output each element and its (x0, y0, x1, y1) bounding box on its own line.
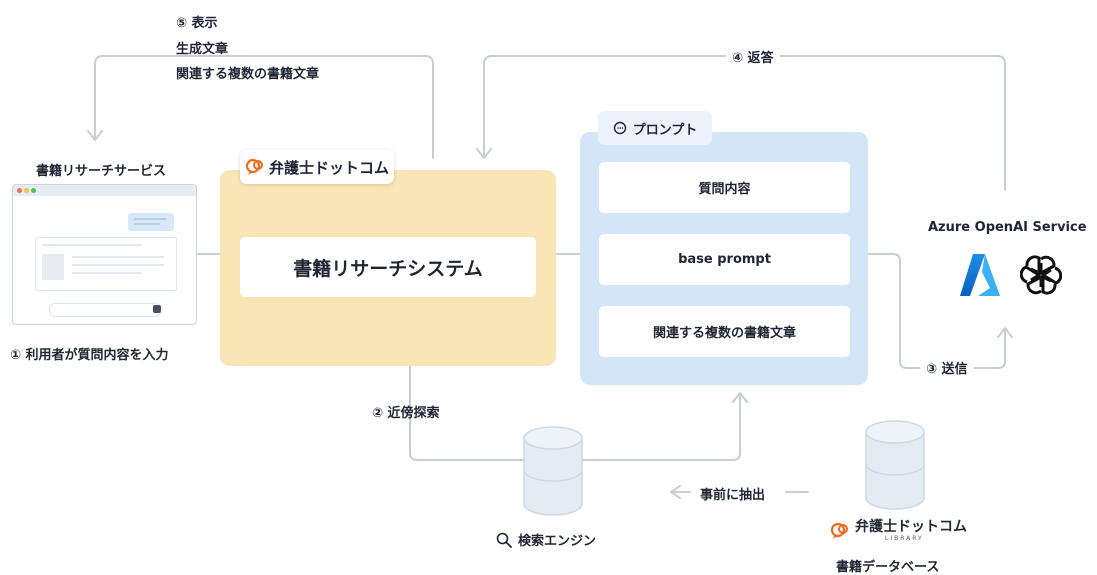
step-input-label: ① 利用者が質問内容を入力 (10, 348, 169, 363)
step-search-label: ② 近傍探索 (372, 406, 440, 421)
step-reply-label: ④ 返答 (726, 47, 780, 66)
display-item-related: 関連する複数の書籍文章 (176, 67, 320, 82)
brand-name: 弁護士ドットコム (268, 158, 389, 177)
prompt-item-related-texts: 関連する複数の書籍文章 (599, 306, 850, 357)
library-brand-name: 弁護士ドットコム (855, 519, 967, 535)
display-connector (94, 55, 434, 159)
azure-title: Azure OpenAI Service (928, 220, 1087, 235)
prompt-title: プロンプト (632, 122, 698, 138)
brand-tab: 弁護士ドットコム (240, 150, 394, 184)
service-browser-mock (12, 184, 197, 325)
send-connector (867, 253, 1006, 369)
chat-bubble-response (35, 237, 177, 291)
search-arrowhead (732, 392, 748, 403)
step-extract-label: 事前に抽出 (700, 488, 766, 503)
brand-logo-icon (830, 522, 848, 539)
browser-titlebar (13, 185, 196, 196)
library-brand: 弁護士ドットコム LIBRARY (830, 520, 967, 542)
chat-bubble-icon (613, 121, 626, 135)
send-icon (153, 305, 161, 313)
step-display-label: ⑤ 表示 (176, 16, 218, 31)
openai-logo-icon (1020, 255, 1062, 295)
minimize-dot-icon (24, 188, 29, 193)
search-icon (496, 532, 512, 548)
close-dot-icon (17, 188, 22, 193)
prompt-item-base-prompt: base prompt (599, 234, 850, 285)
extract-arrowhead (670, 485, 681, 499)
azure-logo-icon (960, 254, 1000, 296)
search-engine-title: 検索エンジン (518, 534, 597, 549)
brand-logo-icon (245, 158, 263, 175)
search-engine-cylinder (523, 426, 583, 516)
prompt-tab: プロンプト (598, 111, 712, 145)
library-brand-sub: LIBRARY (885, 535, 924, 542)
database-cylinder-icon (865, 420, 925, 510)
library-title: 書籍データベース (836, 560, 940, 575)
display-item-generated: 生成文章 (176, 42, 229, 57)
service-title: 書籍リサーチサービス (36, 164, 167, 179)
display-arrowhead (87, 130, 103, 141)
reply-arrowhead (476, 148, 492, 159)
send-arrowhead (997, 327, 1013, 338)
chat-bubble-user (128, 213, 174, 231)
ai-logos (958, 252, 1062, 298)
maximize-dot-icon (31, 188, 36, 193)
chat-input-mock (49, 303, 161, 317)
search-engine-label: 検索エンジン (496, 530, 596, 549)
system-title: 書籍リサーチシステム (240, 237, 536, 297)
prompt-item-question: 質問内容 (599, 162, 850, 213)
step-send-label: ③ 送信 (920, 358, 974, 377)
